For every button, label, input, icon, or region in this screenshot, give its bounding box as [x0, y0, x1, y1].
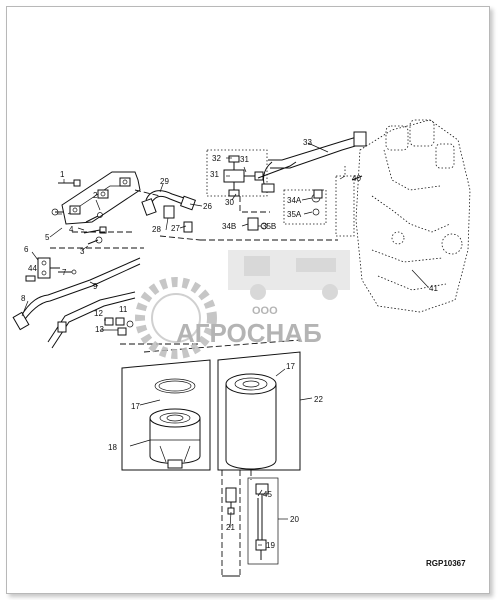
callout-30: 30: [225, 198, 234, 207]
callout-28: 28: [152, 225, 161, 234]
callout-11: 11: [119, 305, 128, 314]
callout-19: 19: [266, 541, 275, 550]
callout-7: 7: [62, 268, 67, 277]
callout-33: 33: [303, 138, 312, 147]
callout-31-right: 31: [240, 155, 249, 164]
callout-17-right: 17: [286, 362, 295, 371]
callout-34a: 34A: [287, 196, 302, 205]
watermark-company-form: ООО: [252, 305, 278, 317]
figure-reference: RGP10367: [426, 559, 466, 568]
callout-12: 12: [94, 309, 103, 318]
callout-labels: 1 2 3 4 5 6 7 8 9 12 11 13 44 29 26 27 2…: [21, 138, 438, 550]
callout-13: 13: [95, 325, 104, 334]
callout-27: 27: [171, 224, 180, 233]
callout-26: 26: [203, 202, 212, 211]
callout-2: 2: [93, 191, 98, 200]
small-fittings: [104, 317, 134, 336]
watermark-company-name: АГРОСНАБ: [176, 318, 322, 348]
callout-20: 20: [290, 515, 299, 524]
callout-5: 5: [45, 233, 50, 242]
filter-bracket: [61, 171, 161, 225]
callout-21: 21: [226, 523, 235, 532]
clamp-bracket: [25, 257, 77, 282]
hose-29: [141, 190, 196, 233]
callout-29: 29: [160, 177, 169, 186]
callout-4: 4: [69, 225, 74, 234]
callout-8: 8: [21, 294, 26, 303]
callout-34b: 34B: [222, 222, 236, 231]
fuel-line-33: [261, 131, 367, 193]
filter-element-18: [121, 359, 211, 471]
callout-44: 44: [28, 264, 37, 273]
callout-41: 41: [429, 284, 438, 293]
tee-fitting: [206, 149, 297, 213]
callout-22: 22: [314, 395, 323, 404]
filter-element-22: [217, 351, 301, 480]
callout-3: 3: [80, 247, 85, 256]
callout-45: 45: [263, 490, 272, 499]
callout-32: 32: [212, 154, 221, 163]
assembly-divider: [143, 339, 301, 353]
callout-9: 9: [93, 282, 98, 291]
callout-6: 6: [24, 245, 29, 254]
callout-31-left: 31: [210, 170, 219, 179]
callout-1: 1: [60, 170, 65, 179]
leader-lines: [21, 142, 429, 546]
bolts-washers: [50, 179, 144, 249]
agrosnab-watermark: ООО АГРОСНАБ: [135, 250, 350, 359]
callout-35b: 35B: [262, 222, 276, 231]
injection-pump: [313, 119, 471, 313]
callout-40: 40: [352, 174, 361, 183]
callout-17-left: 17: [131, 402, 140, 411]
callout-35a: 35A: [287, 210, 302, 219]
callout-18: 18: [108, 443, 117, 452]
